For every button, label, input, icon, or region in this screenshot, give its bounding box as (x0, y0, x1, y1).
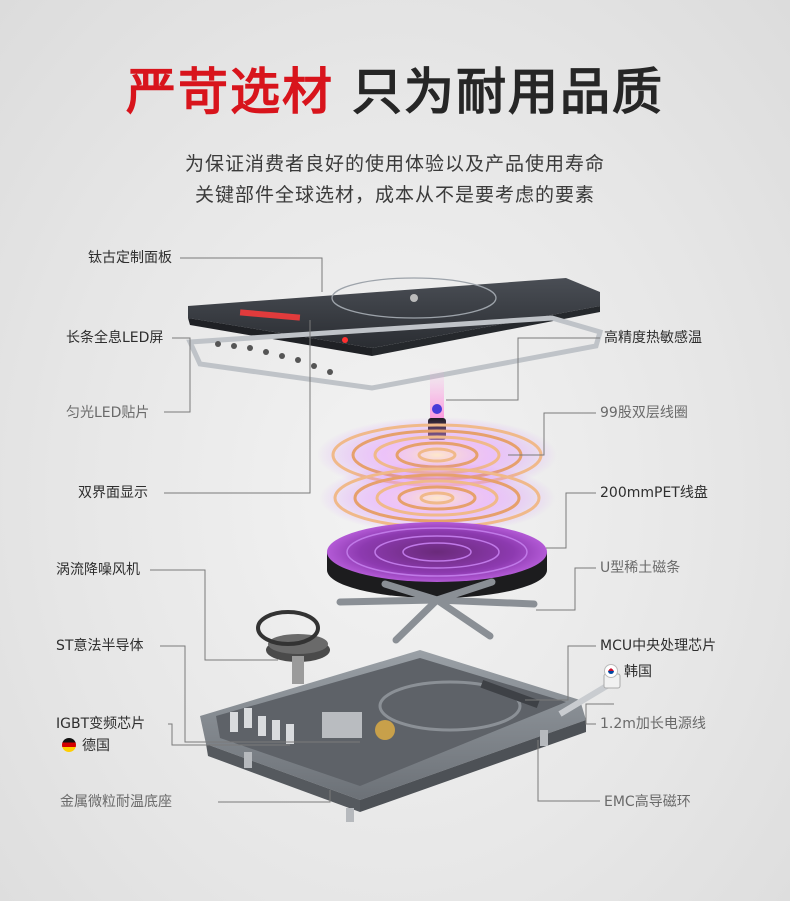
fan (256, 610, 330, 684)
headline-dark: 只为耐用品质 (352, 63, 664, 121)
label-dual-display: 双界面显示 (78, 485, 148, 501)
label-emc: EMC高导磁环 (604, 794, 691, 810)
korea-flag-icon (604, 664, 618, 678)
label-base: 金属微粒耐温底座 (60, 794, 172, 810)
led-frame (186, 315, 604, 391)
label-sensor: 高精度热敏感温 (604, 330, 702, 346)
label-germany: 德国 (62, 737, 110, 755)
label-fan: 涡流降噪风机 (56, 562, 140, 578)
korea-text: 韩国 (624, 664, 652, 680)
leader-lines (150, 257, 614, 803)
sensor-light (432, 404, 442, 414)
headline: 严苛选材只为耐用品质 (0, 62, 790, 122)
headline-red: 严苛选材 (126, 63, 334, 121)
subtitle-line-1: 为保证消费者良好的使用体验以及产品使用寿命 (184, 153, 605, 175)
label-igbt: IGBT变频芯片 (56, 716, 146, 732)
label-led-patch: 匀光LED贴片 (66, 405, 150, 421)
label-pet-coil: 200mmPET线盘 (600, 485, 708, 501)
label-magnet: U型稀土磁条 (600, 560, 681, 576)
germany-flag-icon (62, 738, 76, 752)
label-mcu: MCU中央处理芯片 (600, 638, 717, 654)
magnet-strips (336, 578, 538, 644)
label-panel: 钛古定制面板 (88, 250, 172, 266)
label-st-chip: ST意法半导体 (56, 638, 144, 654)
label-led-screen: 长条全息LED屏 (66, 330, 164, 346)
subtitle-line-2: 关键部件全球选材，成本从不是要考虑的要素 (194, 184, 595, 206)
label-coil-99: 99股双层线圈 (600, 405, 688, 421)
label-cable: 1.2m加长电源线 (600, 716, 706, 732)
label-korea: 韩国 (604, 663, 652, 681)
germany-text: 德国 (82, 738, 110, 754)
base-housing (200, 650, 621, 822)
pet-coil-disc (327, 522, 547, 598)
